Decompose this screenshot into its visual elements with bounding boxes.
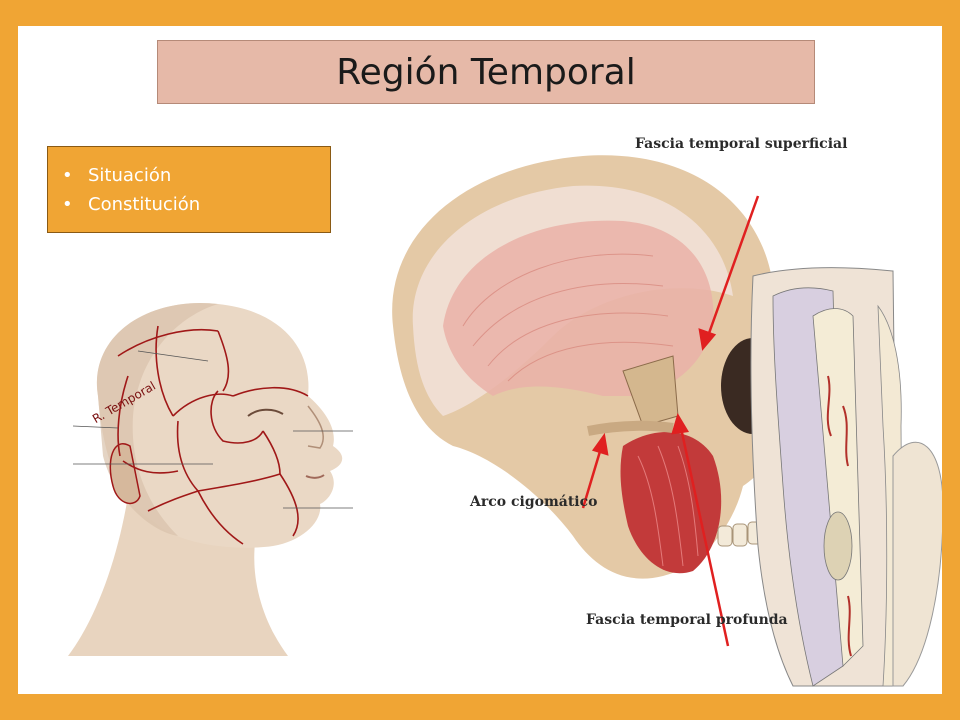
slide-canvas: Región Temporal Situación Constitución bbox=[18, 26, 942, 694]
bullet-item-situacion: Situación bbox=[62, 161, 330, 190]
face-illustration bbox=[68, 302, 353, 656]
label-fascia-profunda: Fascia temporal profunda bbox=[586, 612, 788, 628]
title-box: Región Temporal bbox=[157, 40, 815, 104]
bullet-list: Situación Constitución bbox=[48, 147, 330, 219]
bullet-box: Situación Constitución bbox=[47, 146, 331, 233]
skull-illustration bbox=[392, 155, 942, 687]
page-title: Región Temporal bbox=[336, 51, 636, 93]
bullet-item-constitucion: Constitución bbox=[62, 190, 330, 219]
label-arco-cigomatico: Arco cigomático bbox=[470, 494, 598, 510]
label-fascia-superficial: Fascia temporal superficial bbox=[635, 136, 848, 152]
